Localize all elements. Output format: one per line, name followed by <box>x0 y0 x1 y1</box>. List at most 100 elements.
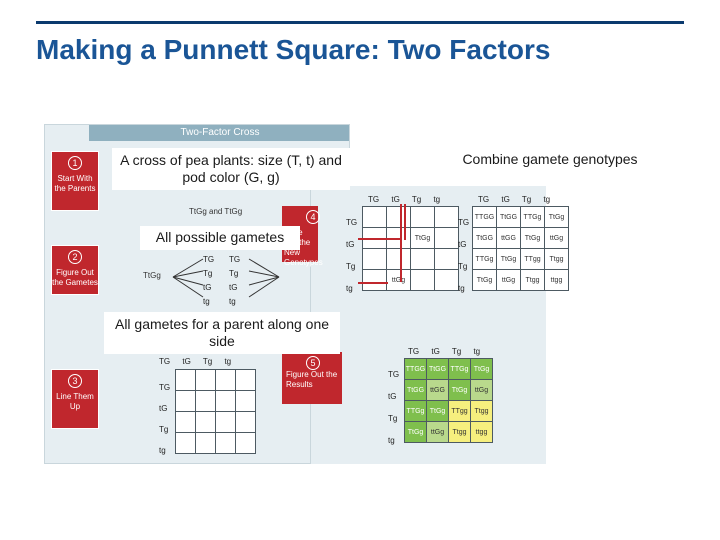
gamete: TG <box>229 255 241 264</box>
grid-c-top-labels: TG tG Tg tg <box>408 347 480 356</box>
gamete: Tg <box>202 357 213 366</box>
step-label: Figure Out the Results <box>286 370 338 389</box>
result-cell: TTGG <box>404 358 427 380</box>
result-cell: TtGg <box>470 358 493 380</box>
grid-cell: ttGg <box>544 227 569 249</box>
gamete: Tg <box>388 414 398 423</box>
grid-cell: Ttgg <box>520 269 545 291</box>
gamete-list-right: TG Tg tG tg <box>229 253 240 309</box>
gamete: tG <box>229 283 238 292</box>
callout-one-side: All gametes for a parent along one side <box>104 312 340 354</box>
gamete: TG <box>203 255 215 264</box>
step-number: 3 <box>68 374 82 388</box>
full-genotype-grid: TTGG TtGG TTGg TtGg TtGG ttGG TtGg ttGg … <box>472 206 569 291</box>
grid-cell: TtGG <box>472 227 497 249</box>
arrow-down-2 <box>400 204 402 282</box>
grid-cell: TtGg <box>520 227 545 249</box>
gamete: tg <box>229 297 236 306</box>
result-cell: Ttgg <box>470 400 493 422</box>
gamete: Tg <box>521 195 532 204</box>
result-cell: ttgg <box>470 421 493 443</box>
step-label: Line Them Up <box>56 392 94 411</box>
empty-punnett-grid <box>175 369 256 454</box>
gamete: tg <box>433 195 441 204</box>
grid-cell: TtGg <box>472 269 497 291</box>
step-2-badge: 2 Figure Out the Gametes <box>51 245 99 295</box>
gamete: TG <box>368 195 380 204</box>
grid-cell: Ttgg <box>544 248 569 270</box>
gamete: tG <box>182 357 191 366</box>
gamete: Tg <box>451 347 462 356</box>
gamete: tG <box>159 404 168 413</box>
grid-b-top-labels: TG tG Tg tg <box>478 195 550 204</box>
gamete: tg <box>159 446 166 455</box>
grid-cell: TTGG <box>472 206 497 228</box>
callout-combine: Combine gamete genotypes <box>422 148 678 172</box>
gamete-list-left: TG Tg tG tg <box>203 253 214 309</box>
result-cell: TtGg <box>426 400 449 422</box>
result-cell: ttGg <box>470 379 493 401</box>
gamete: tg <box>473 347 481 356</box>
gamete: Tg <box>458 262 468 271</box>
grid-cell: TTGg <box>472 248 497 270</box>
gamete: TG <box>478 195 490 204</box>
gamete: TG <box>159 357 171 366</box>
result-cell: TtGg <box>404 421 427 443</box>
step-label: Start With the Parents <box>54 174 96 193</box>
step-3-badge: 3 Line Them Up <box>51 369 99 429</box>
gamete: tG <box>501 195 510 204</box>
result-cell: TTGg <box>404 400 427 422</box>
gamete: Tg <box>411 195 422 204</box>
gamete: TG <box>159 383 171 392</box>
grid-a-side-labels: TG tG Tg tg <box>346 212 357 300</box>
empty-grid-side-labels: TG tG Tg tg <box>159 377 170 461</box>
step-number: 2 <box>68 250 82 264</box>
step-number: 4 <box>306 210 320 224</box>
grid-cell: TtGg <box>544 206 569 228</box>
gamete: tG <box>203 283 212 292</box>
grid-b-side-labels: TG tG Tg tg <box>458 212 469 300</box>
gamete: tG <box>388 392 397 401</box>
callout-cross: A cross of pea plants: size (T, t) and p… <box>112 148 350 190</box>
step-label: Figure Out the Gametes <box>52 268 98 287</box>
gamete: tg <box>543 195 551 204</box>
gamete: tg <box>458 284 465 293</box>
gamete: tg <box>346 284 353 293</box>
gamete: tg <box>224 357 232 366</box>
step-number: 1 <box>68 156 82 170</box>
gamete: TG <box>388 370 400 379</box>
gamete: TG <box>346 218 358 227</box>
grid-cell: ttGG <box>496 227 521 249</box>
grid-cell: TtGg <box>410 227 435 249</box>
figure-header: Two-Factor Cross <box>89 125 349 141</box>
arrow-right-1 <box>358 238 402 240</box>
gamete: tg <box>203 297 210 306</box>
grid-cell: ttgg <box>544 269 569 291</box>
gamete: Tg <box>346 262 356 271</box>
parents-label: TtGg and TtGg <box>189 207 243 216</box>
gamete: TG <box>458 218 470 227</box>
result-cell: ttGG <box>426 379 449 401</box>
grid-cell: TTgg <box>520 248 545 270</box>
gamete: Tg <box>229 269 239 278</box>
slide-title: Making a Punnett Square: Two Factors <box>36 34 551 65</box>
genotype-grid: TtGg ttGg <box>362 206 459 291</box>
gamete: tG <box>346 240 355 249</box>
gamete: TG <box>408 347 420 356</box>
step-number: 5 <box>306 356 320 370</box>
gamete-arrows <box>172 258 204 298</box>
grid-cell: ttGg <box>496 269 521 291</box>
result-cell: ttGg <box>426 421 449 443</box>
parent-genotype: TtGg <box>143 271 161 280</box>
result-cell: TtGg <box>448 379 471 401</box>
result-cell: TtGG <box>404 379 427 401</box>
title-rule <box>36 21 684 24</box>
grid-c-side-labels: TG tG Tg tg <box>388 364 399 452</box>
results-grid: TTGG TtGG TTGg TtGg TtGG ttGG TtGg ttGg … <box>404 358 493 443</box>
result-cell: TTGg <box>448 358 471 380</box>
gamete: tG <box>391 195 400 204</box>
gamete: tG <box>458 240 467 249</box>
result-cell: TTgg <box>448 400 471 422</box>
grid-a-top-labels: TG tG Tg tg <box>368 195 440 204</box>
gamete: Tg <box>203 269 213 278</box>
